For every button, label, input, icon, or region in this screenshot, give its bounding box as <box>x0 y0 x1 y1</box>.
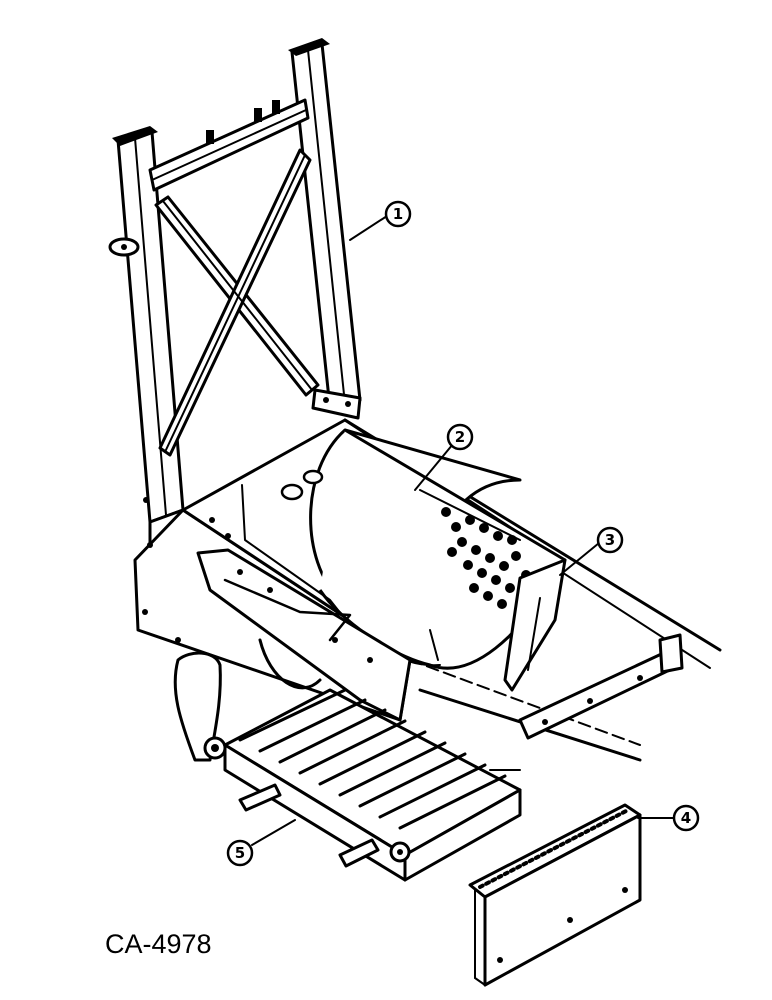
callout-4-label: 4 <box>681 809 691 827</box>
conveyor-handle-left <box>238 783 282 812</box>
conveyor-handle-right <box>338 838 380 868</box>
callout-2-label: 2 <box>455 428 465 446</box>
conveyor-assembly <box>173 651 522 882</box>
callout-1: 1 <box>384 200 412 228</box>
callout-2: 2 <box>446 423 474 451</box>
guide-rail <box>468 803 642 987</box>
frame-clamp <box>311 388 362 420</box>
chute <box>196 548 412 722</box>
callout-5: 5 <box>226 839 254 867</box>
callout-3-label: 3 <box>605 531 615 549</box>
callout-leaders <box>251 215 674 846</box>
rail-face <box>483 813 642 987</box>
leader-2 <box>414 443 454 491</box>
callout-1-label: 1 <box>393 205 403 223</box>
cross-member-end <box>658 633 684 674</box>
callout-4: 4 <box>672 804 700 832</box>
shield-hole-a <box>280 483 304 501</box>
leader-5 <box>251 819 296 846</box>
left-cap <box>112 126 158 146</box>
leader-3 <box>559 542 600 576</box>
conveyor-shroud <box>173 651 222 762</box>
leader-1 <box>349 215 388 241</box>
callout-5-label: 5 <box>235 844 245 862</box>
conveyor-end <box>403 788 522 882</box>
callout-3: 3 <box>596 526 624 554</box>
chute-plate <box>196 548 412 722</box>
conveyor-slats <box>238 688 507 830</box>
perforated-shield <box>241 428 567 670</box>
frame-assembly <box>108 38 362 582</box>
drop-pan <box>503 558 567 692</box>
figure-id: CA-4978 <box>105 929 212 959</box>
right-cap <box>288 38 330 56</box>
shield-hole-b <box>302 469 324 485</box>
